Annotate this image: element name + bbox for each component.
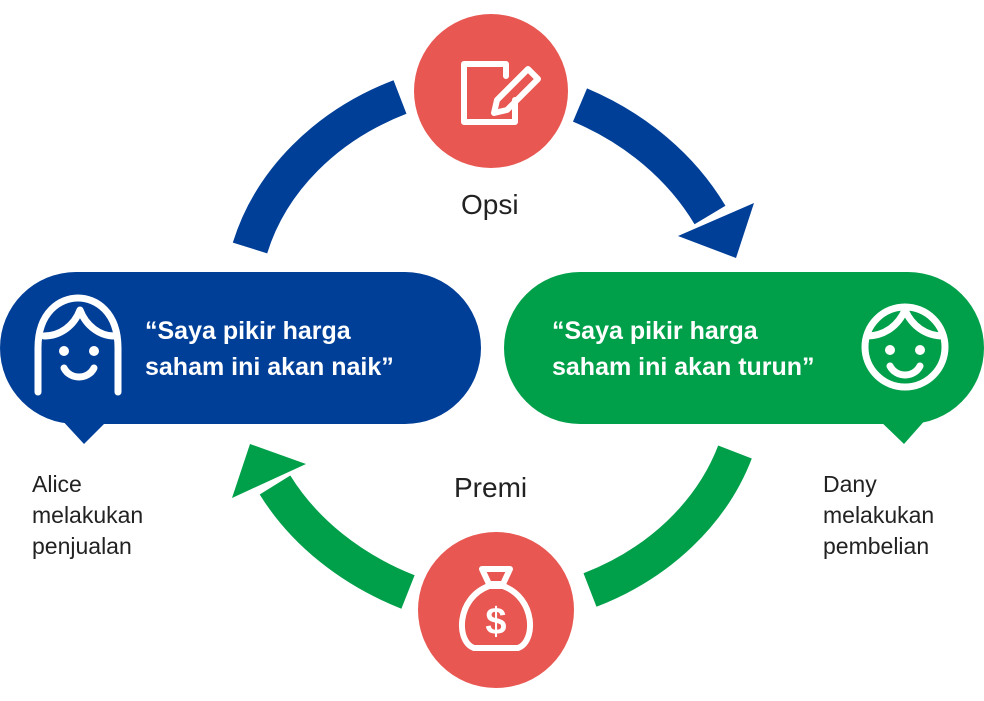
seller-bubble-tail [60, 418, 110, 444]
document-pen-icon [461, 61, 541, 125]
face-eye-left [885, 345, 895, 355]
seller-label: Alice melakukan penjualan [32, 471, 144, 559]
buyer-quote: “Saya pikir harga saham ini akan turun” [552, 317, 815, 381]
buyer-bubble [504, 272, 984, 424]
premium-label: Premi [454, 472, 528, 503]
dollar-glyph: $ [485, 601, 506, 643]
blue-arc-left [232, 80, 407, 254]
green-arc-left-arrow [259, 475, 415, 609]
buyer-bubble-tail [877, 418, 927, 444]
green-arrowhead [232, 444, 306, 498]
buyer-label: Dany melakukan pembelian [823, 471, 935, 559]
face-eye-right [89, 346, 99, 356]
face-icon [861, 303, 949, 391]
money-bag-dollar-icon [459, 566, 533, 651]
blue-arc-right-arrow [572, 88, 726, 225]
face-eye-right [915, 345, 925, 355]
seller-quote: “Saya pikir harga saham ini akan naik” [145, 317, 394, 381]
face-icon [34, 294, 122, 396]
green-arc-right [583, 445, 752, 607]
blue-arrowhead [678, 203, 754, 258]
premium-circle [418, 532, 574, 688]
option-label: Opsi [461, 189, 519, 220]
face-eye-left [59, 346, 69, 356]
option-circle [414, 14, 568, 168]
